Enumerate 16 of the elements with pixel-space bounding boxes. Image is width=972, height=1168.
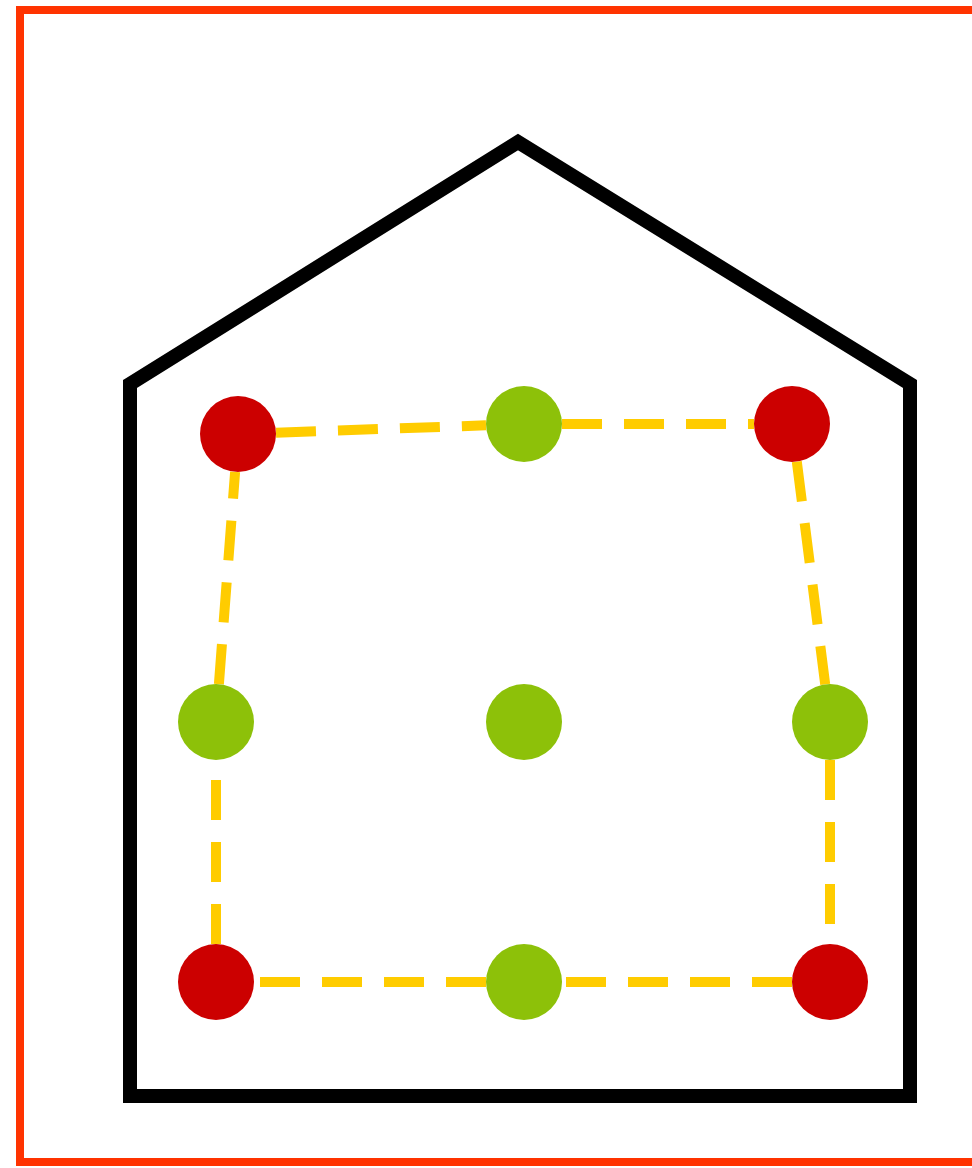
dot — [178, 684, 254, 760]
dashed-line — [254, 977, 486, 987]
dashed-line — [562, 419, 754, 429]
dot — [792, 944, 868, 1020]
house-outline — [124, 134, 916, 1102]
dot — [754, 386, 830, 462]
dashed-line — [275, 420, 487, 438]
dot — [486, 386, 562, 462]
dashed-line — [791, 461, 831, 685]
dot — [486, 944, 562, 1020]
dashed-line — [562, 977, 792, 987]
dashed-line — [213, 471, 241, 685]
dot — [486, 684, 562, 760]
dot — [178, 944, 254, 1020]
dot — [200, 396, 276, 472]
dot — [792, 684, 868, 760]
